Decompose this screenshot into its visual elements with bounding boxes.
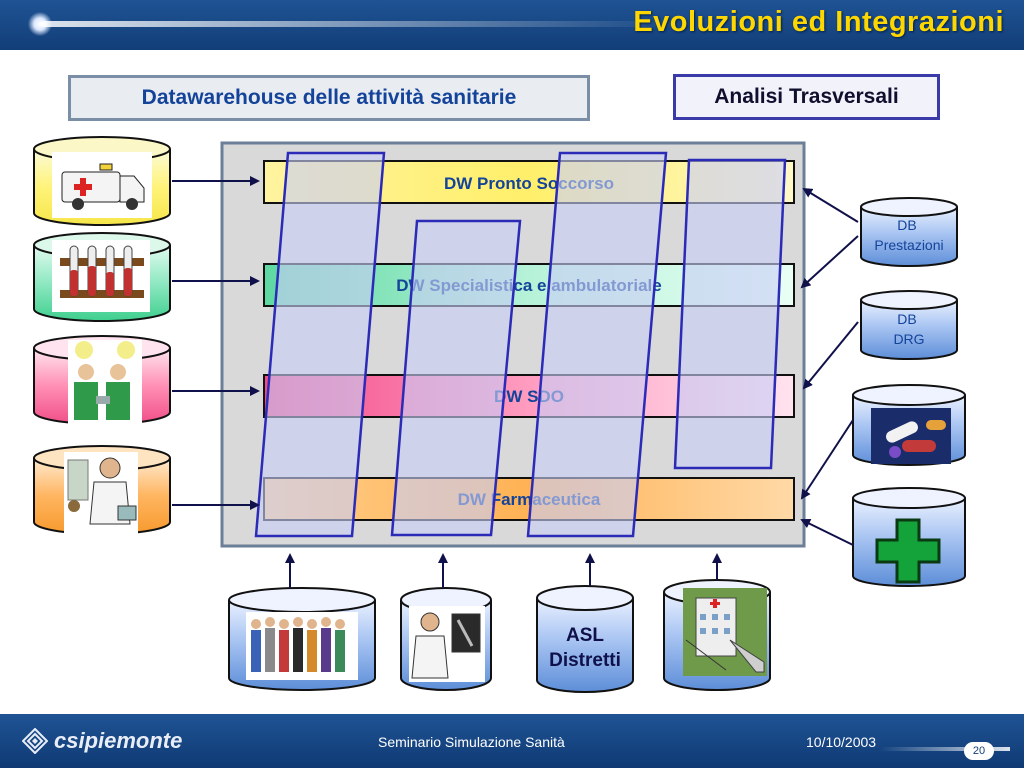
source-cylinder-pronto-soccorso bbox=[33, 136, 171, 226]
analisi-trasversali-overlays bbox=[254, 151, 787, 538]
db-prestazioni-line2: Prestazioni bbox=[874, 237, 943, 253]
analysis-slice-2 bbox=[390, 219, 522, 537]
test-tubes-icon bbox=[52, 240, 150, 312]
people-group-icon bbox=[246, 612, 358, 680]
analisi-trasversali-label: Analisi Trasversali bbox=[673, 74, 940, 120]
slide-header: Evoluzioni ed Integrazioni bbox=[0, 0, 1024, 50]
medici-cylinder bbox=[400, 587, 492, 691]
header-streak bbox=[40, 21, 680, 27]
slide-title: Evoluzioni ed Integrazioni bbox=[633, 6, 1004, 38]
pharmacy-cross-icon bbox=[875, 518, 941, 584]
ambulance-icon bbox=[52, 152, 152, 218]
source-cylinder-farmaceutica bbox=[33, 445, 171, 538]
db-farmaci-cylinder bbox=[852, 384, 966, 466]
strutture-cylinder bbox=[663, 579, 771, 691]
db-prestazioni-cylinder: DB Prestazioni bbox=[860, 197, 958, 267]
inbound-arrows-bottom bbox=[285, 553, 722, 588]
asl-distretti-line1: ASL bbox=[566, 625, 604, 646]
footer-streak bbox=[880, 747, 1010, 751]
source-cylinder-specialistica bbox=[33, 232, 171, 322]
db-drg-line1: DB bbox=[897, 311, 916, 327]
source-cylinder-sdo bbox=[33, 335, 171, 426]
footer-event: Seminario Simulazione Sanità bbox=[378, 734, 565, 750]
datawarehouse-label: Datawarehouse delle attività sanitarie bbox=[68, 75, 590, 121]
footer-date: 10/10/2003 bbox=[806, 734, 877, 750]
doctor-xray-icon bbox=[409, 606, 485, 682]
asl-distretti-cylinder: ASL Distretti bbox=[536, 585, 634, 693]
anagrafe-cylinder bbox=[228, 587, 376, 691]
asl-distretti-line2: Distretti bbox=[549, 650, 621, 671]
csi-diamond-icon bbox=[22, 728, 48, 754]
db-farmacie-cylinder bbox=[852, 487, 966, 587]
pharmacist-icon bbox=[64, 452, 138, 538]
logo-text: csipiemonte bbox=[54, 728, 183, 753]
analysis-slice-4 bbox=[673, 158, 787, 470]
hospital-icon bbox=[683, 588, 767, 676]
db-prestazioni-line1: DB bbox=[897, 217, 916, 233]
db-drg-line2: DRG bbox=[893, 331, 924, 347]
slide-footer: csipiemonte Seminario Simulazione Sanità… bbox=[0, 714, 1024, 768]
csipiemonte-logo: csipiemonte bbox=[22, 728, 182, 754]
db-drg-cylinder: DB DRG bbox=[860, 290, 958, 360]
inbound-arrows-right bbox=[800, 187, 859, 546]
inbound-arrows-left bbox=[172, 176, 260, 510]
page-number: 20 bbox=[964, 742, 994, 760]
surgeons-icon bbox=[68, 340, 142, 426]
analysis-slice-3 bbox=[526, 151, 668, 538]
analysis-slice-1 bbox=[254, 151, 386, 538]
pills-icon bbox=[871, 408, 951, 464]
